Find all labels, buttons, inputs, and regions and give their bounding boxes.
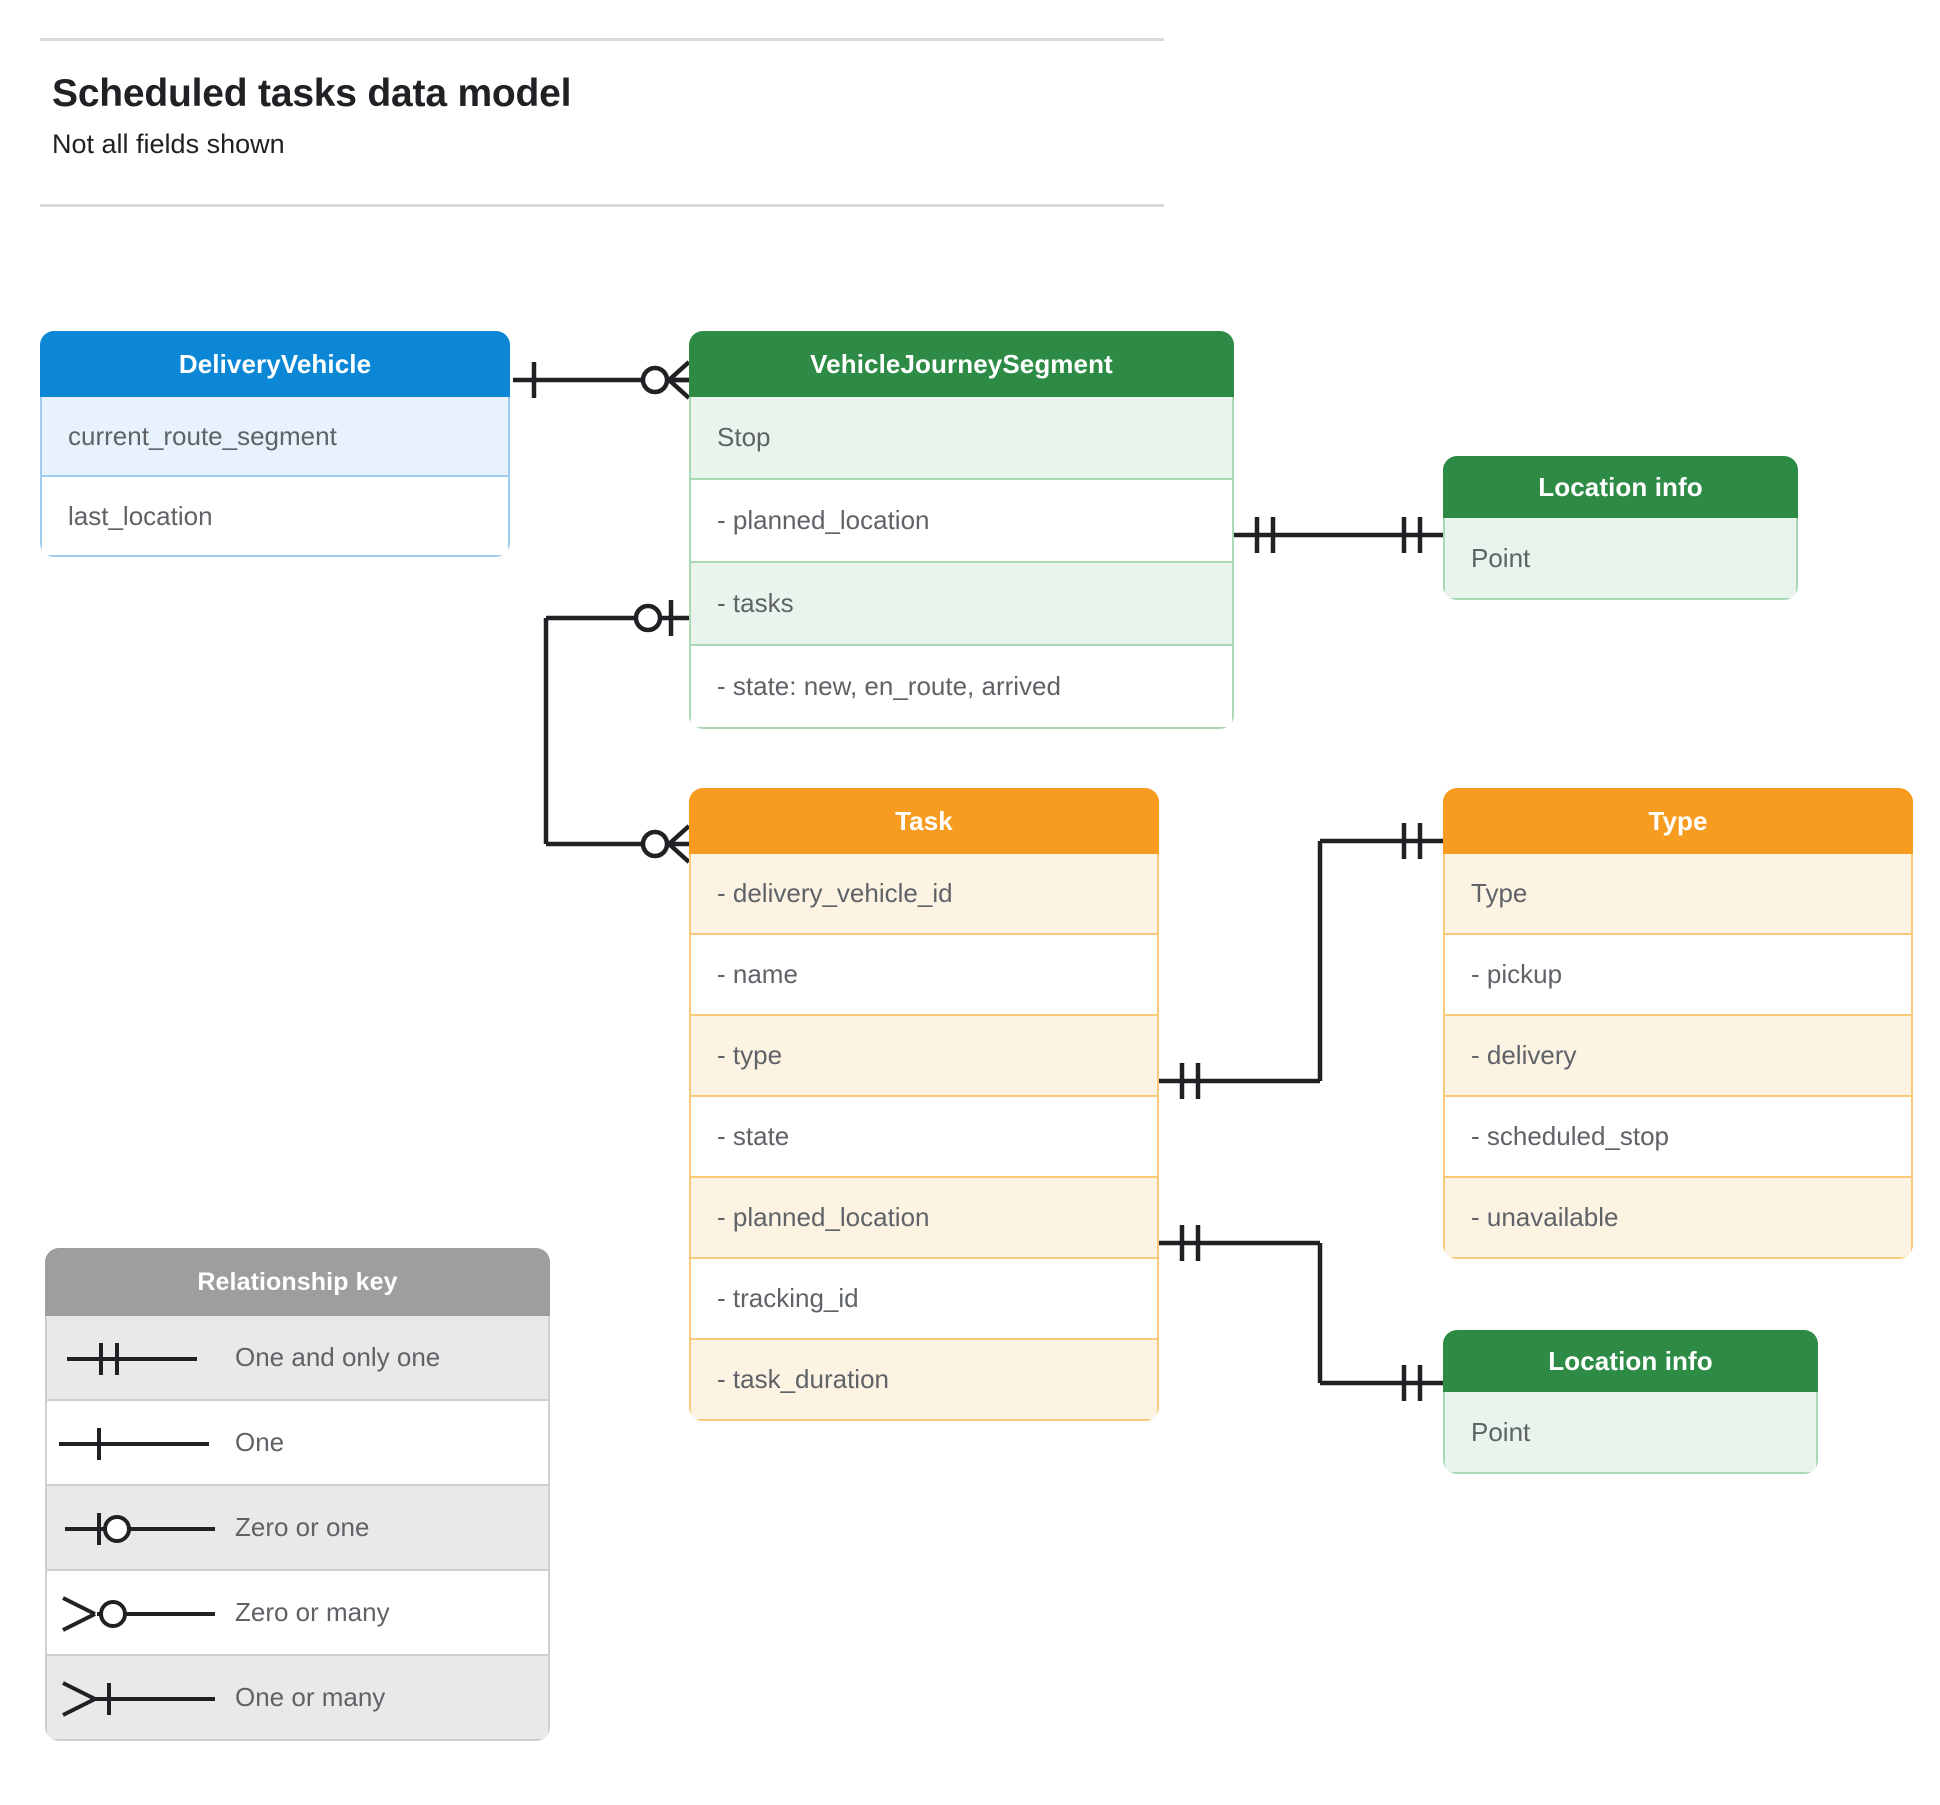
entity-delivery-vehicle[interactable]: DeliveryVehicle current_route_segment la… xyxy=(40,331,510,557)
bottom-divider xyxy=(40,204,1164,207)
field-row: - tasks xyxy=(689,563,1234,646)
entity-vehicle-journey-segment[interactable]: VehicleJourneySegment Stop - planned_loc… xyxy=(689,331,1234,729)
one-icon xyxy=(47,1401,235,1484)
field-row: current_route_segment xyxy=(40,397,510,477)
field-row: - planned_location xyxy=(689,480,1234,563)
legend-item-one: One xyxy=(45,1401,550,1486)
field-row: - delivery_vehicle_id xyxy=(689,854,1159,935)
entity-header-type: Type xyxy=(1443,788,1913,854)
entity-header-task: Task xyxy=(689,788,1159,854)
legend-relationship-key[interactable]: Relationship key One and only one xyxy=(45,1248,550,1741)
legend-item-zero-or-one: Zero or one xyxy=(45,1486,550,1571)
page-subtitle: Not all fields shown xyxy=(52,129,285,159)
legend-title: Relationship key xyxy=(45,1248,550,1316)
entity-location-info-top[interactable]: Location info Point xyxy=(1443,456,1798,600)
top-divider xyxy=(40,38,1164,41)
legend-item-label: One or many xyxy=(235,1682,386,1712)
field-row: Point xyxy=(1443,518,1798,600)
field-row: - name xyxy=(689,935,1159,1016)
field-row: last_location xyxy=(40,477,510,557)
one-and-only-one-icon xyxy=(47,1316,235,1399)
entity-header-vehicle-journey-segment: VehicleJourneySegment xyxy=(689,331,1234,397)
field-row: - unavailable xyxy=(1443,1178,1913,1259)
field-row: Stop xyxy=(689,397,1234,480)
field-row: - scheduled_stop xyxy=(1443,1097,1913,1178)
legend-item-label: One xyxy=(235,1427,285,1457)
field-row: - tracking_id xyxy=(689,1259,1159,1340)
legend-item-label: Zero or one xyxy=(235,1512,370,1542)
field-row: - delivery xyxy=(1443,1016,1913,1097)
field-row: - pickup xyxy=(1443,935,1913,1016)
field-row: Point xyxy=(1443,1392,1818,1474)
entity-task[interactable]: Task - delivery_vehicle_id - name - type… xyxy=(689,788,1159,1421)
field-row: - task_duration xyxy=(689,1340,1159,1421)
entity-location-info-bottom[interactable]: Location info Point xyxy=(1443,1330,1818,1474)
field-row: - planned_location xyxy=(689,1178,1159,1259)
entity-header-location-info-bottom: Location info xyxy=(1443,1330,1818,1392)
one-or-many-icon xyxy=(47,1656,235,1739)
entity-header-delivery-vehicle: DeliveryVehicle xyxy=(40,331,510,397)
legend-item-one-or-many: One or many xyxy=(45,1656,550,1741)
legend-item-label: Zero or many xyxy=(235,1597,390,1627)
page-title: Scheduled tasks data model xyxy=(52,72,572,115)
entity-header-location-info-top: Location info xyxy=(1443,456,1798,518)
field-row: - state xyxy=(689,1097,1159,1178)
field-row: Type xyxy=(1443,854,1913,935)
legend-item-label: One and only one xyxy=(235,1342,441,1372)
field-row: - type xyxy=(689,1016,1159,1097)
zero-or-many-icon xyxy=(47,1571,235,1654)
legend-item-zero-or-many: Zero or many xyxy=(45,1571,550,1656)
legend-item-one-and-only-one: One and only one xyxy=(45,1316,550,1401)
entity-type[interactable]: Type Type - pickup - delivery - schedule… xyxy=(1443,788,1913,1259)
field-row: - state: new, en_route, arrived xyxy=(689,646,1234,729)
zero-or-one-icon xyxy=(47,1486,235,1569)
